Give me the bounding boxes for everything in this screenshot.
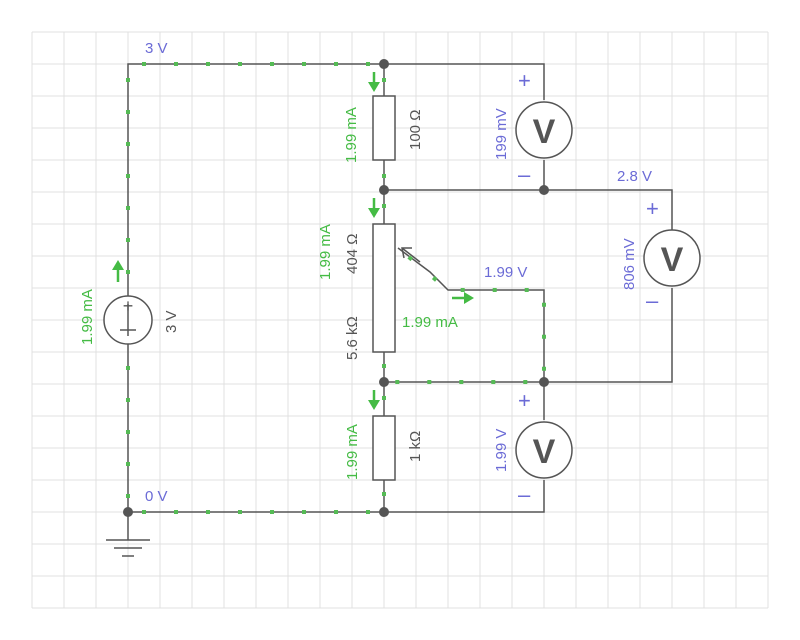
r1-current-label: 1.99 mA <box>343 107 360 163</box>
r3-current-arrow-icon <box>368 390 380 410</box>
node-vm1-minus <box>539 185 549 195</box>
voltmeter-3-plus: + <box>518 388 531 413</box>
wiper-current-arrow-icon <box>452 292 474 304</box>
source-current-arrow-icon <box>112 260 124 282</box>
voltmeter-2-plus: + <box>646 196 659 221</box>
voltmeter-1-icon[interactable]: V <box>515 101 573 159</box>
pot-top-value-label: 404 Ω <box>344 234 361 274</box>
r1-current-arrow-icon <box>368 72 380 92</box>
voltmeter-2-reading: 806 mV <box>621 238 638 290</box>
voltmeter-1-reading: 199 mV <box>493 108 510 160</box>
source-value-label: 3 V <box>163 310 180 333</box>
voltmeter-2-node-voltage: 2.8 V <box>617 168 652 185</box>
r3-current-label: 1.99 mA <box>344 424 361 480</box>
wiper-arrow-icon[interactable] <box>401 247 421 263</box>
wires <box>127 63 673 540</box>
voltmeter-3-reading: 1.99 V <box>493 429 510 472</box>
voltmeter-3-icon[interactable]: V <box>515 421 573 479</box>
node-vm3-plus <box>539 377 549 387</box>
pot-current-arrow-icon <box>368 198 380 218</box>
voltmeter-2-icon[interactable]: V <box>643 229 701 287</box>
voltmeter-1-plus: + <box>518 68 531 93</box>
node-pot-bottom <box>379 377 389 387</box>
pot-bottom-value-label: 5.6 kΩ <box>344 316 361 360</box>
voltmeter-3-minus: – <box>518 482 531 507</box>
voltmeter-2-minus: – <box>646 288 659 313</box>
svg-text:V: V <box>533 433 556 471</box>
resistor-1k-icon[interactable] <box>372 415 396 481</box>
source-plus-sign: + <box>123 296 134 316</box>
top-voltage-label: 3 V <box>145 40 168 57</box>
wiper-voltage-label: 1.99 V <box>484 264 527 281</box>
source-current-label: 1.99 mA <box>79 289 96 345</box>
bottom-voltage-label: 0 V <box>145 488 168 505</box>
wiper-current-label: 1.99 mA <box>402 314 458 331</box>
r1-value-label: 100 Ω <box>407 110 424 150</box>
voltage-source-icon[interactable]: + <box>103 295 153 345</box>
node-bottom-right <box>379 507 389 517</box>
junction-nodes <box>123 59 549 517</box>
node-top <box>379 59 389 69</box>
svg-text:V: V <box>661 241 684 279</box>
potentiometer-icon[interactable] <box>372 223 396 353</box>
pot-current-label: 1.99 mA <box>317 224 334 280</box>
current-arrows <box>112 72 474 410</box>
r3-value-label: 1 kΩ <box>407 431 424 462</box>
node-r1-bottom <box>379 185 389 195</box>
svg-text:V: V <box>533 113 556 151</box>
ground-icon[interactable] <box>106 539 150 557</box>
resistor-100-ohm-icon[interactable] <box>372 95 396 161</box>
voltmeter-1-minus: – <box>518 162 531 187</box>
node-ground <box>123 507 133 517</box>
